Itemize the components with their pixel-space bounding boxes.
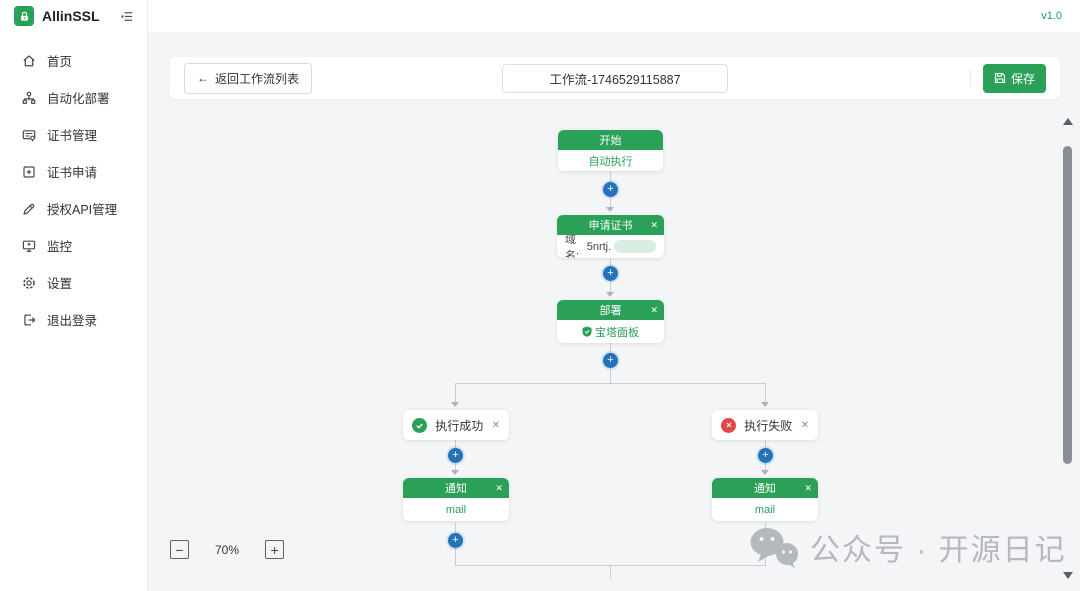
zoom-level: 70% <box>215 542 240 557</box>
sidebar-item-label: 证书申请 <box>47 166 98 180</box>
masked-domain <box>614 240 656 253</box>
close-icon[interactable]: ✕ <box>804 482 812 493</box>
node-notify-header: 通知 ✕ <box>403 478 509 498</box>
connector-arrow <box>606 292 614 297</box>
baota-panel-icon <box>582 326 592 337</box>
node-deploy[interactable]: 部署 ✕ 宝塔面板 <box>557 300 664 343</box>
node-deploy-body: 宝塔面板 <box>557 320 664 343</box>
toolbar-divider <box>969 70 971 86</box>
sidebar-item-auto-deploy[interactable]: 自动化部署 <box>0 79 147 116</box>
sidebar-item-home[interactable]: 首页 <box>0 42 147 79</box>
sidebar-item-logout[interactable]: 退出登录 <box>0 301 147 338</box>
node-apply-cert-header: 申请证书 ✕ <box>557 215 664 235</box>
api-icon <box>23 203 35 215</box>
add-node-button[interactable]: + <box>603 182 618 197</box>
node-start[interactable]: 开始 自动执行 <box>558 130 663 171</box>
connector-line <box>455 383 456 404</box>
connector-line <box>765 383 766 404</box>
version-label: v1.0 <box>1041 10 1062 22</box>
zoom-controls: − 70% + <box>170 540 285 559</box>
allinssl-lock-logo-icon <box>14 6 34 26</box>
app-title: AllinSSL <box>42 8 100 24</box>
node-notify-fail[interactable]: 通知 ✕ mail <box>712 478 818 521</box>
node-apply-cert[interactable]: 申请证书 ✕ 域名: 5nrtj. <box>557 215 664 258</box>
sidebar-item-cert-manage[interactable]: 证书管理 <box>0 116 147 153</box>
connector-arrow <box>761 402 769 407</box>
workflow-icon <box>22 91 36 104</box>
save-button[interactable]: 保存 <box>982 63 1046 93</box>
node-notify-body: mail <box>445 503 467 516</box>
sidebar-nav: 首页 自动化部署 证书管理 证书申请 授权API管理 监控 <box>0 32 147 338</box>
sidebar-item-cert-apply[interactable]: 证书申请 <box>0 153 147 190</box>
sidebar-item-label: 证书管理 <box>47 129 98 143</box>
canvas-scrollbar <box>1062 116 1074 581</box>
connector-arrow <box>606 207 614 212</box>
sidebar-item-label: 自动化部署 <box>47 92 110 106</box>
logo-row: AllinSSL <box>0 0 147 32</box>
close-icon[interactable]: ✕ <box>650 304 658 315</box>
zoom-in-button[interactable]: + <box>265 540 285 559</box>
node-start-header: 开始 <box>558 130 663 150</box>
scroll-up-arrow[interactable] <box>1063 118 1073 125</box>
top-header: v1.0 <box>148 0 1080 32</box>
node-start-body: 自动执行 <box>588 155 633 168</box>
branch-label: 执行成功 <box>435 418 484 433</box>
branch-label: 执行失败 <box>744 418 793 433</box>
node-notify-body: mail <box>754 503 776 516</box>
watermark-text: 公众号 · 开源日记 <box>810 534 1067 567</box>
node-deploy-header: 部署 ✕ <box>557 300 664 320</box>
branch-split-line <box>455 383 766 384</box>
add-node-button[interactable]: + <box>448 533 463 548</box>
workflow-editor: ← 返回工作流列表 保存 <box>148 32 1080 591</box>
home-icon <box>23 54 35 66</box>
node-notify-success[interactable]: 通知 ✕ mail <box>403 478 509 521</box>
save-icon <box>994 72 1006 84</box>
sidebar-item-label: 设置 <box>47 277 73 291</box>
connector-arrow <box>761 470 769 475</box>
node-notify-header: 通知 ✕ <box>712 478 818 498</box>
logout-icon <box>24 314 36 325</box>
sidebar-item-label: 退出登录 <box>47 314 98 328</box>
settings-icon <box>23 276 35 289</box>
watermark: 公众号 · 开源日记 <box>748 524 1067 570</box>
add-node-button[interactable]: + <box>758 448 773 463</box>
success-check-icon <box>412 417 427 433</box>
sidebar-item-label: 监控 <box>47 240 73 254</box>
zoom-out-button[interactable]: − <box>170 540 189 559</box>
close-icon[interactable]: ✕ <box>650 219 658 230</box>
add-node-button[interactable]: + <box>603 353 618 368</box>
main-area: v1.0 ← 返回工作流列表 保存 <box>148 0 1080 591</box>
connector-arrow <box>451 470 459 475</box>
sidebar: AllinSSL 首页 自动化部署 证书管理 证书申请 <box>0 0 148 591</box>
sidebar-item-label: 授权API管理 <box>47 203 118 217</box>
wechat-icon <box>750 528 798 568</box>
fail-cross-icon <box>721 417 736 433</box>
monitor-icon <box>22 240 36 252</box>
sidebar-item-label: 首页 <box>47 55 73 69</box>
scrollbar-thumb[interactable] <box>1063 146 1072 464</box>
scroll-down-arrow[interactable] <box>1063 572 1073 579</box>
sidebar-item-monitor[interactable]: 监控 <box>0 227 147 264</box>
workflow-name-input[interactable] <box>502 63 728 93</box>
certificate-icon <box>22 129 36 141</box>
cert-apply-icon <box>23 165 35 178</box>
connector-arrow <box>451 402 459 407</box>
node-apply-cert-body: 域名: 5nrtj. <box>557 234 664 258</box>
sidebar-item-api-manage[interactable]: 授权API管理 <box>0 190 147 227</box>
add-node-button[interactable]: + <box>603 266 618 281</box>
add-node-button[interactable]: + <box>758 533 773 548</box>
toolbar-right: 保存 <box>969 63 1046 93</box>
close-icon[interactable]: ✕ <box>800 419 809 431</box>
node-branch-fail[interactable]: 执行失败 ✕ <box>712 410 818 440</box>
connector-line <box>610 565 611 579</box>
add-node-button[interactable]: + <box>448 448 463 463</box>
editor-toolbar: ← 返回工作流列表 保存 <box>170 57 1060 99</box>
close-icon[interactable]: ✕ <box>495 482 503 493</box>
node-branch-success[interactable]: 执行成功 ✕ <box>403 410 509 440</box>
back-to-workflow-list-button[interactable]: ← 返回工作流列表 <box>184 62 313 94</box>
back-arrow-icon: ← <box>197 71 209 85</box>
sidebar-item-settings[interactable]: 设置 <box>0 264 147 301</box>
sidebar-collapse-icon[interactable] <box>117 7 135 25</box>
close-icon[interactable]: ✕ <box>491 419 500 431</box>
